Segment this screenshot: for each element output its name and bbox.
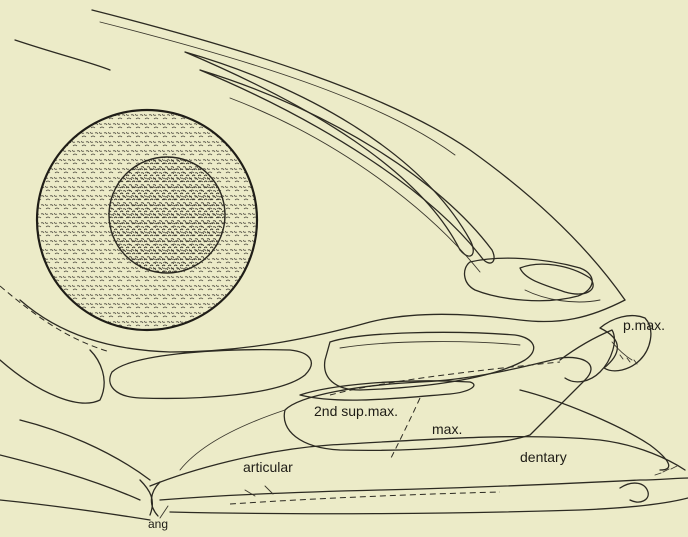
label-ang: ang (148, 517, 168, 531)
label-max: max. (432, 421, 462, 437)
label-dentary: dentary (520, 449, 567, 465)
label-p-max: p.max. (623, 317, 665, 333)
lower-jaw (150, 390, 688, 514)
label-articular: articular (243, 459, 293, 475)
eye (37, 110, 257, 330)
label-2nd-sup-max: 2nd sup.max. (314, 403, 398, 419)
